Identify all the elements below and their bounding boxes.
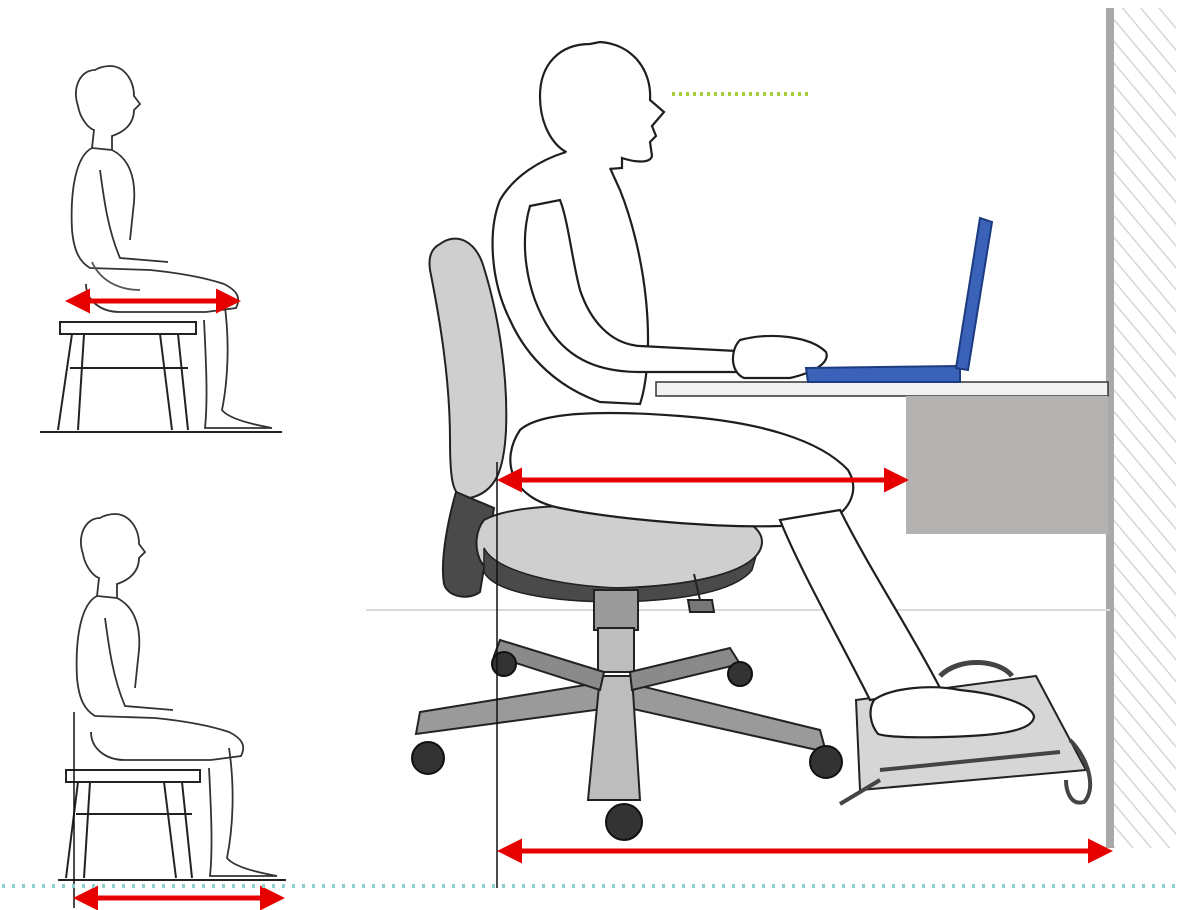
desk-top bbox=[656, 382, 1108, 396]
panel-workstation bbox=[366, 8, 1176, 888]
chair-column-upper bbox=[594, 590, 638, 630]
desk-drawer-block bbox=[906, 396, 1108, 534]
laptop-screen bbox=[956, 218, 992, 370]
chair-base-arm-right bbox=[616, 680, 826, 752]
chair-caster-front bbox=[606, 804, 642, 840]
chair-base-arm-back-right bbox=[630, 648, 740, 690]
chair-caster-back-right bbox=[728, 662, 752, 686]
panel-upper-stool bbox=[40, 66, 282, 432]
stool-upper bbox=[58, 322, 196, 430]
chair-caster-left bbox=[412, 742, 444, 774]
laptop-base bbox=[806, 366, 960, 382]
person-head bbox=[540, 42, 664, 172]
person-thigh bbox=[510, 413, 853, 526]
person-upper bbox=[72, 66, 272, 428]
stool-lower bbox=[66, 770, 200, 878]
chair-column-lower bbox=[598, 628, 634, 672]
laptop bbox=[806, 218, 992, 382]
person-lower bbox=[77, 514, 277, 876]
footrest-handle bbox=[940, 662, 1012, 676]
wall-hatching bbox=[1112, 8, 1176, 848]
person-shin bbox=[780, 510, 940, 700]
chair-base-arm-left bbox=[416, 680, 616, 734]
panel-lower-stool bbox=[58, 514, 286, 908]
chair-caster-back-left bbox=[492, 652, 516, 676]
chair-caster-right bbox=[810, 746, 842, 778]
